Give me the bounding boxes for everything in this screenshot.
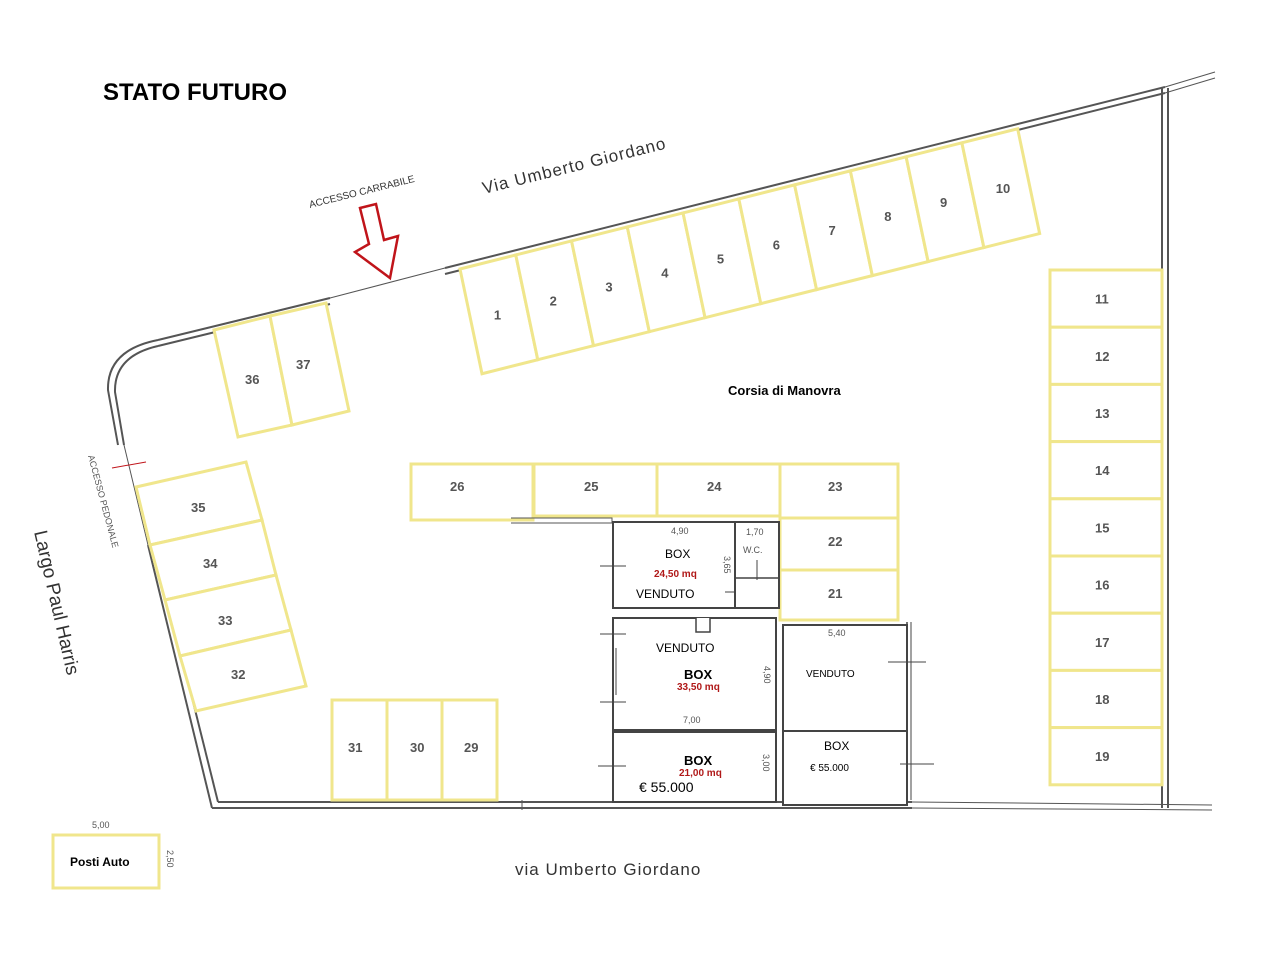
spot-number: 23 [828,479,842,494]
box-status: VENDUTO [806,669,855,680]
garage-boxes: 4,90 BOX 24,50 mq VENDUTO 3,65 1,70 W.C.… [511,517,934,806]
legend-height: 2,50 [165,850,175,868]
dimension-label: 7,00 [683,715,701,725]
box-label: BOX [684,753,713,768]
spot-number: 29 [464,740,478,755]
spot-number: 12 [1095,349,1109,364]
stalls-11-19: 11 12 13 14 15 16 17 18 19 [1048,268,1164,787]
parking-stall[interactable] [778,516,900,572]
spot-number: 14 [1095,463,1110,478]
parking-stall[interactable] [778,462,900,520]
spot-number: 4 [661,265,669,280]
stalls-32-35: 35 34 33 32 [134,460,308,713]
top-stalls: 1 2 3 4 5 6 7 8 9 10 [458,126,1042,376]
spot-number: 32 [231,667,245,682]
spot-number: 25 [584,479,598,494]
spot-number: 2 [550,293,557,308]
spot-number: 24 [707,479,722,494]
street-label-left: Largo Paul Harris [29,528,83,677]
lane-label: Corsia di Manovra [728,383,841,398]
dimension-label: 4,90 [671,526,689,536]
parking-stall[interactable] [1048,382,1164,444]
spot-number: 16 [1095,578,1109,593]
spot-number: 35 [191,500,205,515]
dimension-label: 4,90 [762,666,772,684]
garage-box[interactable] [612,521,736,609]
parking-stall[interactable] [532,462,659,518]
garage-box[interactable] [612,617,777,731]
spot-number: 9 [940,195,947,210]
box-price: € 55.000 [810,763,849,774]
spot-number: 34 [203,556,218,571]
dimension-label: 3,00 [761,754,771,772]
box-label: BOX [665,547,690,561]
spot-number: 31 [348,740,362,755]
box-area: 21,00 mq [679,768,722,779]
stalls-29-31: 31 30 29 [330,698,499,802]
stalls-21-22: 22 21 [778,516,900,622]
pedestrian-access-label: ACCESSO PEDONALE [86,454,120,549]
box-price: € 55.000 [639,779,694,795]
pedestrian-access: ACCESSO PEDONALE [86,454,147,549]
plan-title: STATO FUTURO [103,79,287,106]
spot-number: 22 [828,534,842,549]
garage-box[interactable] [782,730,908,806]
dimension-label: 5,40 [828,628,846,638]
parking-stall[interactable] [330,698,389,802]
legend-stall [51,833,161,890]
dimension-label: 1,70 [746,527,764,537]
spot-number: 8 [884,209,891,224]
spot-number: 10 [996,181,1010,196]
box-area: 24,50 mq [654,569,697,580]
spot-number: 13 [1095,406,1109,421]
spot-number: 17 [1095,635,1109,650]
box-area: 33,50 mq [677,682,720,693]
parking-stall[interactable] [268,301,351,427]
spot-number: 11 [1095,292,1109,307]
parking-stall[interactable] [440,698,499,802]
down-arrow-icon [352,202,400,281]
dimension-label: 3,65 [722,556,732,574]
legend-width: 5,00 [92,820,110,830]
spot-number: 15 [1095,520,1109,535]
spot-number: 3 [605,279,612,294]
legend: 5,00 Posti Auto 2,50 [51,820,175,890]
spot-number: 37 [296,357,310,372]
parking-stall[interactable] [1048,726,1164,787]
legend-label: Posti Auto [70,855,130,869]
parking-stall[interactable] [1048,554,1164,615]
parking-stall[interactable] [1048,497,1164,558]
stalls-23-26: 26 25 24 23 [409,462,900,522]
spot-number: 5 [717,251,724,266]
parking-stall[interactable] [178,628,308,713]
street-label-bottom: via Umberto Giordano [515,860,701,879]
parking-stall[interactable] [960,126,1042,250]
spot-number: 33 [218,613,232,628]
street-label-top: Via Umberto Giordano [480,134,668,198]
parking-stall[interactable] [1048,611,1164,672]
parking-stall[interactable] [409,462,535,522]
wc-label: W.C. [743,545,763,555]
spot-number: 36 [245,372,259,387]
stalls-36-37: 36 37 [212,301,351,439]
box-status: VENDUTO [656,641,714,655]
spot-number: 6 [773,237,780,252]
spot-number: 26 [450,479,464,494]
vehicle-access: ACCESSO CARRABILE [308,174,416,281]
garage-box[interactable] [782,624,908,732]
box-status: VENDUTO [636,587,694,601]
vehicle-access-label: ACCESSO CARRABILE [308,174,416,211]
spot-number: 18 [1095,692,1109,707]
spot-number: 7 [829,223,836,238]
spot-number: 30 [410,740,424,755]
garage-box[interactable] [612,731,777,803]
spot-number: 1 [494,307,501,322]
spot-number: 19 [1095,749,1109,764]
parking-stall[interactable] [655,462,782,518]
box-label: BOX [684,667,713,682]
spot-number: 21 [828,586,842,601]
box-label: BOX [824,739,849,753]
